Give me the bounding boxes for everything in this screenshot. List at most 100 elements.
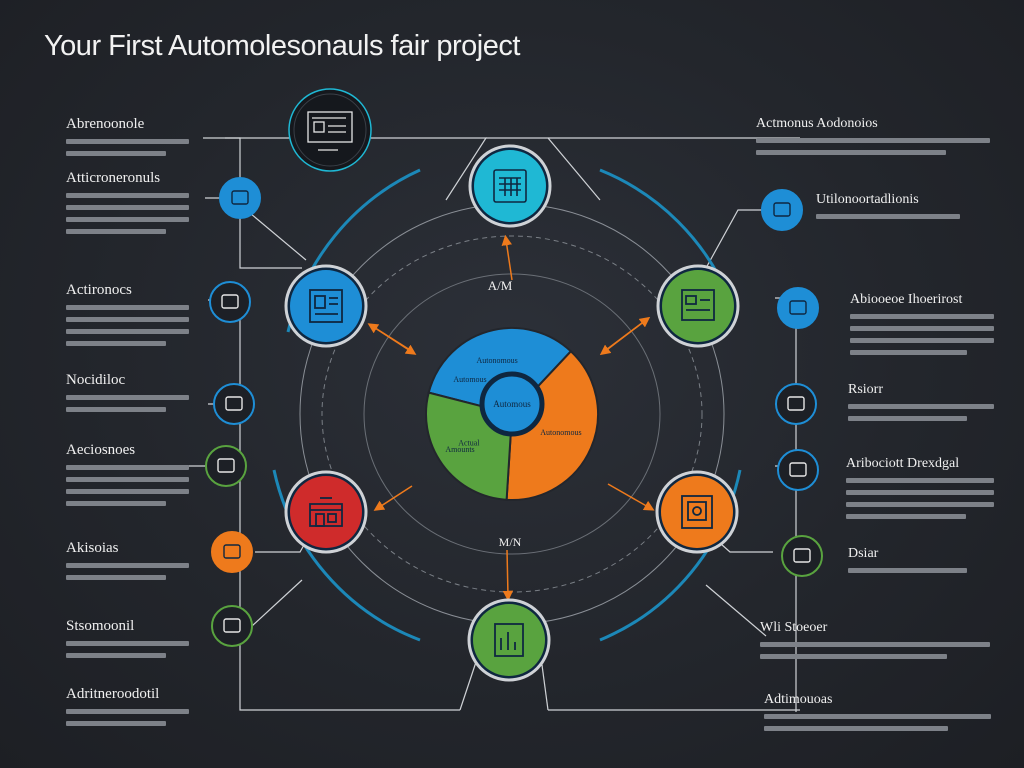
- left-section: Stsomoonil: [66, 618, 194, 665]
- text-line-placeholder: [848, 404, 994, 409]
- hand-gear-icon: [213, 383, 255, 425]
- right-section: Adtimouoas: [764, 692, 1000, 738]
- text-line-placeholder: [816, 214, 960, 219]
- right-section: Abiooeoe Ihoerirost: [850, 292, 1000, 362]
- pie-hub[interactable]: [479, 371, 545, 437]
- center-pie: AutonomousAutonomousActualAutomousAmount…: [425, 327, 599, 501]
- solar-panel-icon: [761, 189, 803, 231]
- node-upper-left[interactable]: [284, 264, 368, 348]
- pie-slice-label: Autonomous: [476, 356, 517, 365]
- text-line-placeholder: [66, 317, 189, 322]
- left-section-heading: Atticroneronuls: [66, 170, 161, 186]
- text-line-placeholder: [850, 338, 994, 343]
- left-section-heading: Stsomoonil: [66, 618, 135, 634]
- left-section-heading: Abrenoonole: [66, 116, 145, 132]
- hand-coin-icon: [205, 445, 247, 487]
- left-section: Akisoias: [66, 540, 194, 587]
- left-section-heading: Actironocs: [66, 282, 132, 298]
- text-line-placeholder: [764, 714, 991, 719]
- text-line-placeholder: [66, 407, 166, 412]
- pie-extra-label: Amounts: [445, 445, 474, 454]
- blueprint-top-node[interactable]: [288, 88, 372, 172]
- right-section: Rsiorr: [848, 382, 1000, 428]
- node-bottom[interactable]: [467, 598, 551, 682]
- truck-icon: [777, 449, 819, 491]
- pie-extra-label: Automous: [453, 375, 486, 384]
- text-line-placeholder: [66, 709, 189, 714]
- calendar-board-icon: [493, 169, 527, 203]
- globe-icon: [775, 383, 817, 425]
- node-top[interactable]: [468, 144, 552, 228]
- text-line-placeholder: [66, 205, 189, 210]
- text-line-placeholder: [850, 350, 967, 355]
- right-section: Utilonoortadlionis: [816, 192, 1000, 226]
- text-line-placeholder: [66, 489, 189, 494]
- text-line-placeholder: [846, 490, 994, 495]
- right-section-heading: Utilonoortadlionis: [816, 192, 919, 207]
- page-title: Your First Automolesonauls fair project: [44, 30, 520, 62]
- text-line-placeholder: [66, 465, 189, 470]
- left-section-heading: Adritneroodotil: [66, 686, 160, 702]
- text-line-placeholder: [850, 326, 994, 331]
- blueprint-icon: [307, 111, 353, 151]
- text-line-placeholder: [66, 575, 166, 580]
- node-upper-right[interactable]: [656, 264, 740, 348]
- right-section-heading: Wli Stoeoer: [760, 620, 828, 635]
- text-line-placeholder: [756, 138, 991, 143]
- right-section-heading: Adtimouoas: [764, 692, 833, 707]
- text-line-placeholder: [66, 193, 189, 198]
- blueprint-icon: [309, 289, 343, 323]
- left-section: Adritneroodotil: [66, 686, 194, 733]
- right-section: Actmonus Aodonoios: [756, 116, 1000, 162]
- text-line-placeholder: [850, 314, 994, 319]
- text-line-placeholder: [66, 641, 189, 646]
- pie-slice: [427, 327, 573, 416]
- pie-slice: [505, 349, 599, 501]
- left-section-heading: Akisoias: [66, 540, 119, 556]
- text-line-placeholder: [846, 502, 994, 507]
- right-section: Aribociott Drexdgal: [846, 456, 1000, 526]
- pie-hub-label: Automous: [493, 399, 531, 409]
- text-line-placeholder: [756, 150, 947, 155]
- node-lower-left[interactable]: [284, 470, 368, 554]
- chart-board-icon: [494, 623, 524, 657]
- left-section: Abrenoonole: [66, 116, 194, 163]
- side-icons: [205, 177, 823, 647]
- right-section-heading: Dsiar: [848, 546, 879, 561]
- text-line-placeholder: [66, 305, 189, 310]
- text-line-placeholder: [66, 151, 166, 156]
- phone-icon: [211, 605, 253, 647]
- flow-arrows: [367, 234, 655, 602]
- text-line-placeholder: [66, 477, 189, 482]
- pie-slice-label: Actual: [458, 438, 480, 447]
- left-section: Aeciosnoes: [66, 442, 194, 513]
- text-line-placeholder: [66, 721, 166, 726]
- right-section-heading: Abiooeoe Ihoerirost: [850, 292, 963, 307]
- drone-icon: [209, 281, 251, 323]
- top-arrow-label: A/M: [488, 278, 513, 293]
- text-line-placeholder: [760, 642, 991, 647]
- text-line-placeholder: [760, 654, 948, 659]
- text-line-placeholder: [848, 416, 967, 421]
- text-line-placeholder: [66, 501, 166, 506]
- text-line-placeholder: [848, 568, 967, 573]
- node-lower-right[interactable]: [655, 470, 739, 554]
- text-line-placeholder: [66, 395, 189, 400]
- text-line-placeholder: [846, 514, 967, 519]
- text-line-placeholder: [66, 653, 166, 658]
- document-gear-icon: [681, 495, 713, 529]
- right-section-heading: Rsiorr: [848, 382, 883, 397]
- text-line-placeholder: [66, 217, 189, 222]
- tablet-icon: [777, 287, 819, 329]
- right-section: Dsiar: [848, 546, 1000, 580]
- text-line-placeholder: [66, 329, 189, 334]
- storefront-icon: [309, 497, 343, 527]
- text-line-placeholder: [66, 139, 189, 144]
- left-section-heading: Nocidiloc: [66, 372, 126, 388]
- text-line-placeholder: [764, 726, 949, 731]
- bottom-arrow-label: M/N: [499, 535, 522, 549]
- robot-icon: [219, 177, 261, 219]
- left-section-heading: Aeciosnoes: [66, 442, 136, 458]
- text-line-placeholder: [66, 341, 166, 346]
